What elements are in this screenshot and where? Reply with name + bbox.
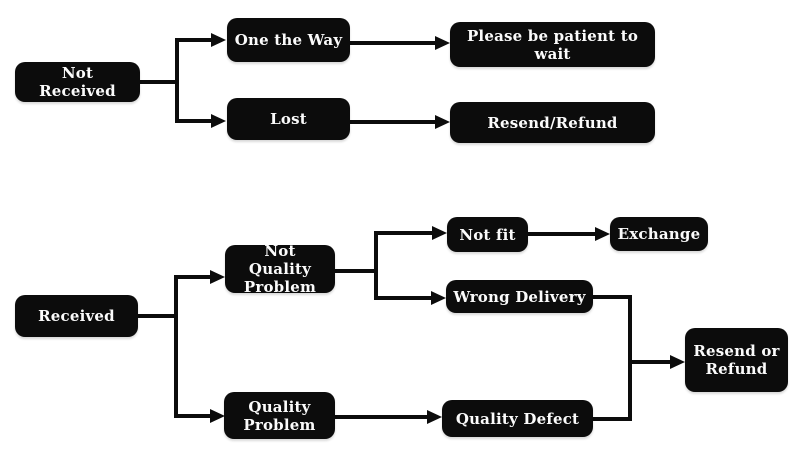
connector-not-fit-to-exchange: [528, 227, 610, 241]
connector-merge-to-resend-or-refund: [593, 295, 685, 421]
connector-not-quality-problem-branch: [333, 226, 447, 305]
node-received: Received: [15, 295, 138, 337]
node-not-received: Not Received: [15, 62, 140, 102]
node-resend-refund: Resend/Refund: [450, 102, 655, 143]
node-resend-or-refund: Resend or Refund: [685, 328, 788, 392]
connector-lost-to-resend-refund: [350, 115, 450, 129]
connector-quality-problem-to-quality-defect: [335, 410, 442, 424]
node-lost: Lost: [227, 98, 350, 140]
node-one-the-way: One the Way: [227, 18, 350, 62]
connector-not-received-branch: [138, 33, 226, 128]
connector-received-branch: [136, 270, 225, 423]
node-quality-defect: Quality Defect: [442, 400, 593, 437]
node-exchange: Exchange: [610, 217, 708, 251]
node-please-be-patient: Please be patient to wait: [450, 22, 655, 67]
node-not-fit: Not fit: [447, 217, 528, 252]
connector-one-the-way-to-please-wait: [350, 36, 450, 50]
node-not-quality-problem: Not Quality Problem: [225, 242, 335, 296]
node-quality-problem: Quality Problem: [224, 392, 335, 439]
node-wrong-delivery: Wrong Delivery: [446, 280, 593, 313]
